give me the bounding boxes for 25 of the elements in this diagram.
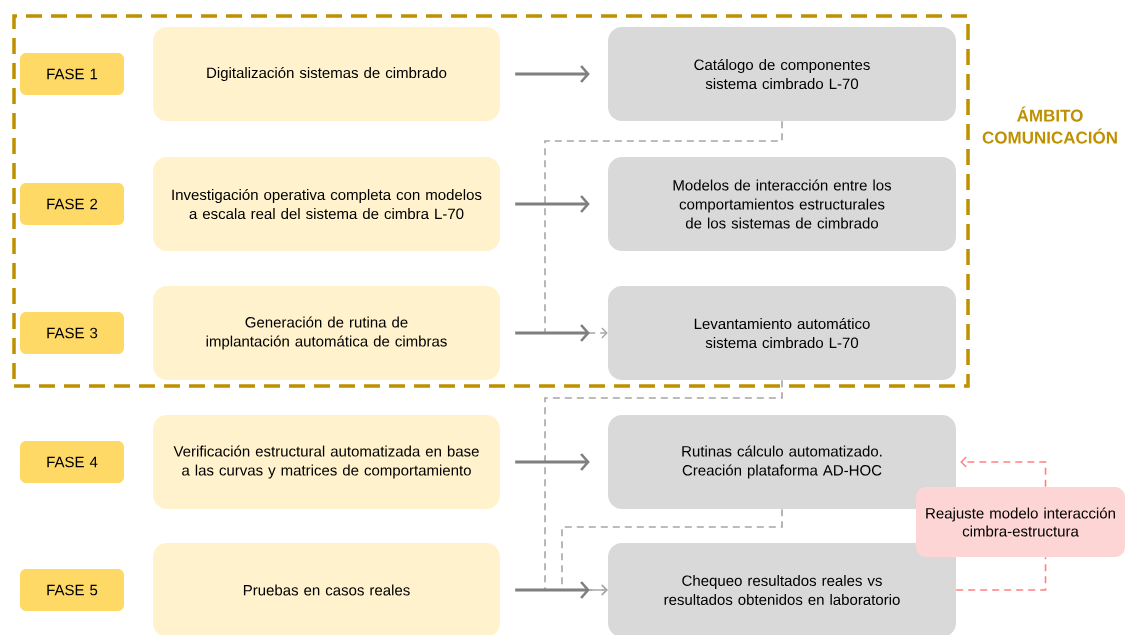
result-box: Modelos de interacción entre los comportamientos estructurales de los sistemas de cimbrado <box>608 157 956 251</box>
phase-label: FASE 4 <box>20 441 124 483</box>
arrow <box>515 65 590 83</box>
phase-label: FASE 1 <box>20 53 124 95</box>
dashed-line <box>955 556 1047 591</box>
dashed-arrow <box>960 456 1047 488</box>
task-box: Pruebas en casos reales <box>153 543 500 635</box>
arrow <box>515 453 590 471</box>
frame-heading: ÁMBITO COMUNICACIÓN <box>982 106 1117 144</box>
phase-label: FASE 2 <box>20 183 124 225</box>
phase-label: FASE 3 <box>20 312 124 354</box>
phase-label: FASE 5 <box>20 569 124 611</box>
note-box: Reajuste modelo interacción cimbra-estructura <box>916 487 1125 557</box>
task-box: Verificación estructural automatizada en base a las curvas y matrices de comportamiento <box>153 415 500 509</box>
dashed-arrow <box>544 120 783 339</box>
dashed-arrow <box>561 508 783 596</box>
arrow <box>515 581 590 599</box>
task-box: Generación de rutina de implantación automática de cimbras <box>153 286 500 380</box>
arrow <box>515 324 590 342</box>
result-box: Catálogo de componentes sistema cimbrado L-70 <box>608 27 956 121</box>
result-box: Chequeo resultados reales vs resultados obtenidos en laboratorio <box>608 543 956 635</box>
task-box: Digitalización sistemas de cimbrado <box>153 27 500 121</box>
result-box: Levantamiento automático sistema cimbrado L-70 <box>608 286 956 380</box>
arrow <box>515 195 590 213</box>
task-box: Investigación operativa completa con modelos a escala real del sistema de cimbra L-70 <box>153 157 500 251</box>
